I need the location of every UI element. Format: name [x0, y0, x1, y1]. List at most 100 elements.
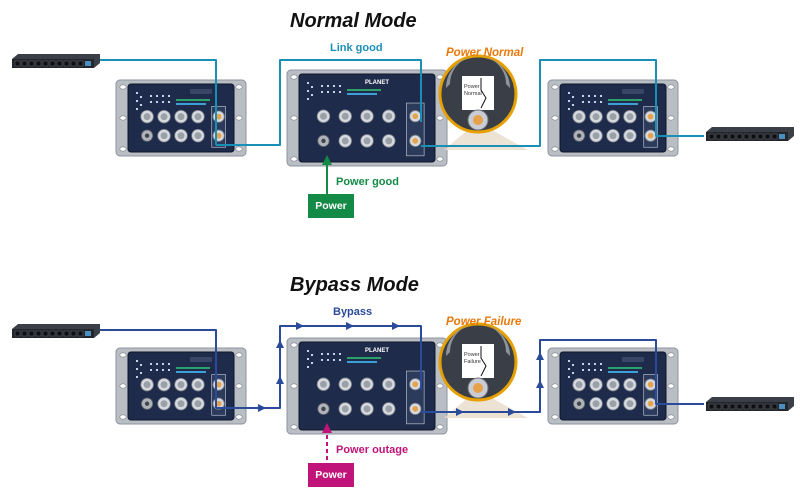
bypass-port-core: [412, 381, 419, 388]
m12-connector-core: [363, 112, 371, 120]
m12-connector-core: [385, 112, 393, 120]
bypass-port-core: [412, 113, 419, 120]
bypass-port-core: [647, 381, 654, 388]
mount-hole: [235, 115, 243, 121]
normal-zoom-text: Normal: [464, 91, 482, 97]
bypass-zoom-connector-core: [473, 383, 483, 393]
status-led: [572, 104, 574, 106]
mount-hole: [667, 146, 675, 152]
brand-logo: PLANET: [365, 80, 389, 86]
status-led: [339, 85, 341, 87]
switch-port: [715, 133, 722, 140]
status-led: [156, 101, 158, 103]
m12-connector-core: [177, 113, 185, 121]
status-led: [136, 92, 138, 94]
status-led: [162, 363, 164, 365]
switch-port: [736, 133, 743, 140]
switch-port: [750, 403, 757, 410]
m12-connector-core: [592, 113, 600, 121]
status-led: [307, 98, 309, 100]
switch-port: [42, 330, 49, 337]
status-led: [311, 354, 313, 356]
status-led: [600, 369, 602, 371]
link-good-label: Link good: [330, 42, 383, 54]
switch-uplink: [779, 404, 785, 409]
mount-hole: [290, 424, 298, 430]
status-led: [162, 101, 164, 103]
m12-connector-core: [626, 132, 634, 140]
normal-link-line: [421, 59, 704, 147]
status-led: [136, 360, 138, 362]
status-led: [600, 101, 602, 103]
mount-hole: [436, 424, 444, 430]
status-led: [588, 95, 590, 97]
bypass-mode-title: Bypass Mode: [290, 274, 419, 296]
m12-connector-core: [363, 380, 371, 388]
power-connector-core: [576, 401, 582, 406]
bypass-port-core: [215, 381, 222, 388]
power-good-box: Power: [308, 194, 354, 218]
m12-connector-core: [194, 113, 202, 121]
status-led: [140, 104, 142, 106]
bypass-zoom-card: [462, 344, 494, 378]
status-led: [594, 95, 596, 97]
mount-hole: [551, 352, 559, 358]
brand-logo: PLANET: [365, 348, 389, 354]
m12-connector-core: [160, 113, 168, 121]
status-led: [594, 363, 596, 365]
status-led: [150, 101, 152, 103]
status-led: [321, 85, 323, 87]
power-connector-core: [321, 406, 326, 412]
bypass-flow-arrow: [456, 408, 464, 416]
mount-hole: [667, 383, 675, 389]
bypass-port-core: [215, 400, 222, 407]
status-led: [327, 353, 329, 355]
status-led: [339, 353, 341, 355]
mount-hole: [235, 383, 243, 389]
status-led: [327, 85, 329, 87]
status-led: [136, 108, 138, 110]
switch-port: [14, 60, 21, 67]
switch-port: [14, 330, 21, 337]
switch-port: [764, 403, 771, 410]
status-led: [150, 369, 152, 371]
m12-connector-core: [592, 381, 600, 389]
bypass-flow-arrow: [276, 376, 284, 384]
power-connector-core: [576, 133, 582, 138]
mount-hole: [119, 352, 127, 358]
status-led: [582, 363, 584, 365]
m12-connector-core: [609, 113, 617, 121]
status-led: [582, 369, 584, 371]
bypass-flow-arrow: [392, 322, 400, 330]
power-outage-box: Power: [308, 463, 354, 487]
m12-connector-core: [626, 400, 634, 408]
switch-port: [736, 403, 743, 410]
model-stripe: [347, 357, 381, 359]
status-led: [568, 100, 570, 102]
status-led: [156, 95, 158, 97]
normal-center-switch: PLANET: [286, 69, 448, 167]
status-led: [307, 366, 309, 368]
status-led: [339, 91, 341, 93]
switch-port: [715, 403, 722, 410]
model-stripe: [608, 371, 638, 373]
status-led: [140, 364, 142, 366]
status-led: [572, 364, 574, 366]
status-led: [140, 372, 142, 374]
bypass-zoom-text: Failure: [464, 359, 481, 365]
switch-port: [771, 403, 778, 410]
mount-hole: [235, 414, 243, 420]
normal-zoom-card: [462, 76, 494, 110]
switch-port: [729, 403, 736, 410]
m12-connector-core: [626, 381, 634, 389]
status-led: [588, 101, 590, 103]
bypass-port-core: [215, 113, 222, 120]
status-led: [150, 95, 152, 97]
switch-port: [757, 403, 764, 410]
switch-port: [722, 403, 729, 410]
normal-left-rack-switch: [12, 54, 100, 68]
m12-connector-core: [177, 400, 185, 408]
m12-connector-core: [592, 400, 600, 408]
brand-logo: [622, 89, 644, 94]
m12-connector-core: [341, 405, 349, 413]
